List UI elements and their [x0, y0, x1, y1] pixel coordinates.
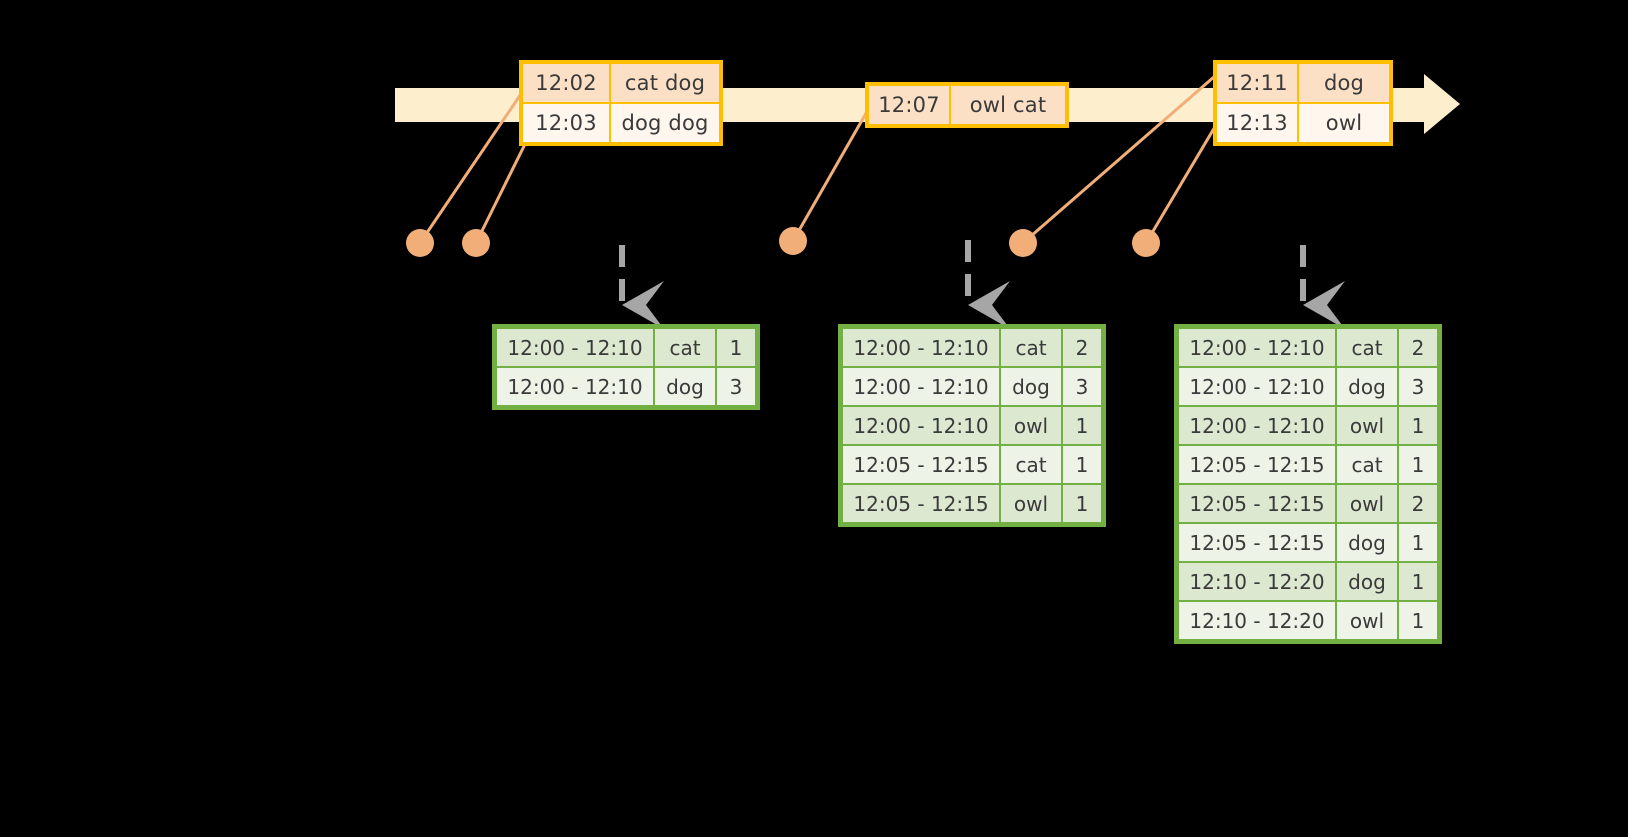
cell-count: 2 — [1398, 328, 1438, 367]
cell-count: 1 — [716, 328, 756, 367]
cell-word: cat — [1000, 328, 1062, 367]
cell-count: 2 — [1398, 484, 1438, 523]
cell-word: dog — [1336, 523, 1398, 562]
event-box-c[interactable]: 12:11 dog 12:13 owl — [1213, 60, 1393, 146]
event-row: 12:07 owl cat — [868, 85, 1066, 125]
trigger-dots — [406, 227, 1160, 257]
event-time: 12:02 — [522, 63, 610, 103]
event-words: cat dog — [610, 63, 720, 103]
cell-word: dog — [1336, 562, 1398, 601]
cell-window: 12:05 - 12:15 — [1178, 523, 1336, 562]
cell-word: cat — [654, 328, 716, 367]
cell-window: 12:10 - 12:20 — [1178, 562, 1336, 601]
event-words: owl — [1298, 103, 1390, 143]
cell-window: 12:05 - 12:15 — [1178, 484, 1336, 523]
cell-word: owl — [1000, 484, 1062, 523]
cell-window: 12:05 - 12:15 — [842, 445, 1000, 484]
cell-window: 12:00 - 12:10 — [1178, 367, 1336, 406]
cell-window: 12:00 - 12:10 — [842, 367, 1000, 406]
cell-count: 1 — [1398, 523, 1438, 562]
event-words: owl cat — [950, 85, 1066, 125]
event-time: 12:13 — [1216, 103, 1298, 143]
event-time: 12:07 — [868, 85, 950, 125]
cell-window: 12:05 - 12:15 — [1178, 445, 1336, 484]
event-row: 12:11 dog — [1216, 63, 1390, 103]
cell-window: 12:00 - 12:10 — [1178, 328, 1336, 367]
event-row: 12:02 cat dog — [522, 63, 720, 103]
cell-count: 1 — [1062, 406, 1102, 445]
cell-count: 3 — [1398, 367, 1438, 406]
trigger-dot — [406, 229, 434, 257]
cell-count: 1 — [1398, 406, 1438, 445]
event-box-b[interactable]: 12:07 owl cat — [865, 82, 1069, 128]
cell-window: 12:10 - 12:20 — [1178, 601, 1336, 640]
cell-word: owl — [1000, 406, 1062, 445]
cell-window: 12:05 - 12:15 — [842, 484, 1000, 523]
cell-word: dog — [1000, 367, 1062, 406]
event-time: 12:11 — [1216, 63, 1298, 103]
cell-word: cat — [1336, 328, 1398, 367]
event-row: 12:03 dog dog — [522, 103, 720, 143]
cell-count: 1 — [1062, 445, 1102, 484]
cell-count: 2 — [1062, 328, 1102, 367]
cell-word: owl — [1336, 601, 1398, 640]
cell-count: 1 — [1398, 445, 1438, 484]
event-words: dog — [1298, 63, 1390, 103]
trigger-dot — [779, 227, 807, 255]
cell-word: owl — [1336, 406, 1398, 445]
cell-word: dog — [1336, 367, 1398, 406]
cell-word: owl — [1336, 484, 1398, 523]
event-time: 12:03 — [522, 103, 610, 143]
cell-word: cat — [1000, 445, 1062, 484]
cell-word: dog — [654, 367, 716, 406]
cell-count: 1 — [1398, 601, 1438, 640]
dashed-arrows — [619, 240, 1345, 329]
cell-count: 1 — [1062, 484, 1102, 523]
event-box-a[interactable]: 12:02 cat dog 12:03 dog dog — [519, 60, 723, 146]
event-row: 12:13 owl — [1216, 103, 1390, 143]
cell-window: 12:00 - 12:10 — [496, 328, 654, 367]
cell-window: 12:00 - 12:10 — [496, 367, 654, 406]
cell-window: 12:00 - 12:10 — [842, 406, 1000, 445]
cell-word: cat — [1336, 445, 1398, 484]
trigger-dot — [1009, 229, 1037, 257]
event-words: dog dog — [610, 103, 720, 143]
cell-count: 1 — [1398, 562, 1438, 601]
cell-count: 3 — [716, 367, 756, 406]
cell-count: 3 — [1062, 367, 1102, 406]
trigger-dot — [1132, 229, 1160, 257]
cell-window: 12:00 - 12:10 — [1178, 406, 1336, 445]
cell-window: 12:00 - 12:10 — [842, 328, 1000, 367]
trigger-dot — [462, 229, 490, 257]
